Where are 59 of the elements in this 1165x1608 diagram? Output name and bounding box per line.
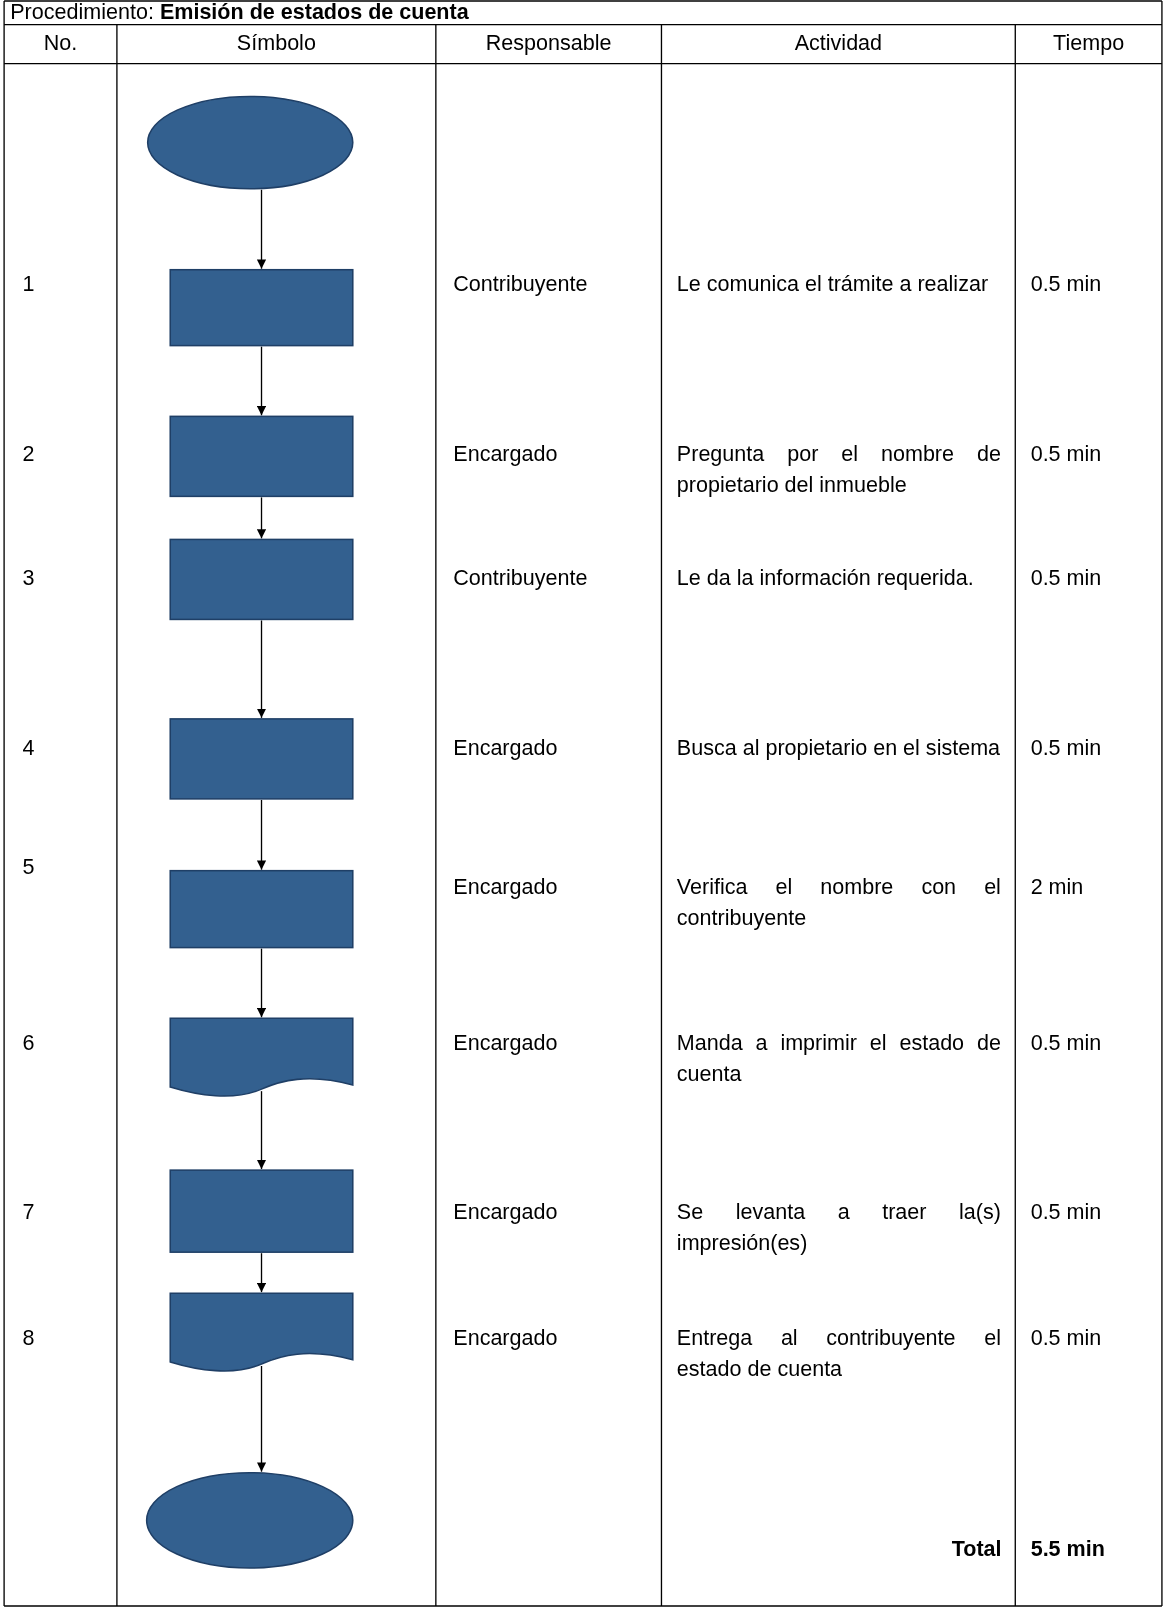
step-number: 8: [22, 1325, 35, 1352]
arrow: [256, 496, 267, 540]
process-rectangle: [169, 1169, 354, 1254]
process-rectangle: [169, 717, 354, 800]
activity-text: Le comunica el trámite a realizar: [676, 270, 990, 298]
activity-text: Pregunta por el nombre de propietario del inmueble: [676, 441, 1001, 499]
column-header: Tiempo: [1053, 29, 1125, 57]
time-text: 0.5 min: [1030, 564, 1102, 591]
process-rectangle: [169, 538, 354, 621]
step-number: 7: [22, 1198, 35, 1226]
arrow: [256, 947, 267, 1018]
column-header: Responsable: [485, 29, 612, 57]
step-number: 4: [22, 734, 35, 761]
step-number: 6: [22, 1029, 35, 1057]
time-text: 0.5 min: [1030, 1198, 1102, 1226]
time-text: 0.5 min: [1030, 270, 1102, 298]
column-header: Actividad: [794, 29, 883, 57]
arrow: [256, 1090, 267, 1170]
process-rectangle: [169, 415, 354, 498]
responsible-text: Encargado: [453, 1029, 558, 1057]
responsible-text: Contribuyente: [453, 270, 588, 298]
arrow: [256, 1252, 267, 1293]
activity-text: Busca al propietario en el sistema: [676, 734, 1001, 762]
activity-text: Se levanta a traer la(s) impresión(es): [676, 1198, 1001, 1257]
column-header: Símbolo: [236, 29, 316, 57]
time-text: 2 min: [1030, 873, 1084, 901]
step-number: 3: [22, 564, 35, 591]
total-time: 5.5 min: [1030, 1535, 1105, 1562]
activity-text: Manda a imprimir el estado de cuenta: [676, 1029, 1001, 1087]
responsible-text: Encargado: [453, 1198, 558, 1226]
arrow: [256, 189, 267, 270]
time-text: 0.5 min: [1030, 1325, 1102, 1352]
document-symbol: [169, 1017, 354, 1098]
table-title: Procedimiento: Emisión de estados de cuenta: [10, 0, 469, 26]
responsible-text: Contribuyente: [453, 564, 588, 592]
arrow: [256, 619, 267, 719]
activity-text: Entrega al contribuyente el estado de cuenta: [676, 1325, 1001, 1383]
time-text: 0.5 min: [1030, 441, 1102, 468]
column-header: No.: [43, 29, 78, 57]
arrow: [256, 1365, 267, 1473]
time-text: 0.5 min: [1030, 734, 1102, 761]
activity-text: Verifica el nombre con el contribuyente: [676, 873, 1001, 932]
responsible-text: Encargado: [453, 873, 558, 901]
arrow: [256, 345, 267, 416]
responsible-text: Encargado: [453, 1325, 558, 1352]
process-rectangle: [169, 268, 354, 347]
step-number: 2: [22, 441, 35, 468]
total-label: Total: [951, 1535, 1002, 1562]
responsible-text: Encargado: [453, 734, 558, 762]
terminator-oval: [145, 1471, 354, 1570]
process-rectangle: [169, 869, 354, 949]
responsible-text: Encargado: [453, 441, 558, 468]
terminator-oval: [146, 95, 354, 190]
activity-text: Le da la información requerida.: [676, 564, 975, 592]
document-symbol: [169, 1292, 354, 1373]
time-text: 0.5 min: [1030, 1029, 1102, 1057]
step-number: 1: [22, 270, 35, 298]
step-number: 5: [22, 853, 35, 880]
arrow: [256, 799, 267, 871]
